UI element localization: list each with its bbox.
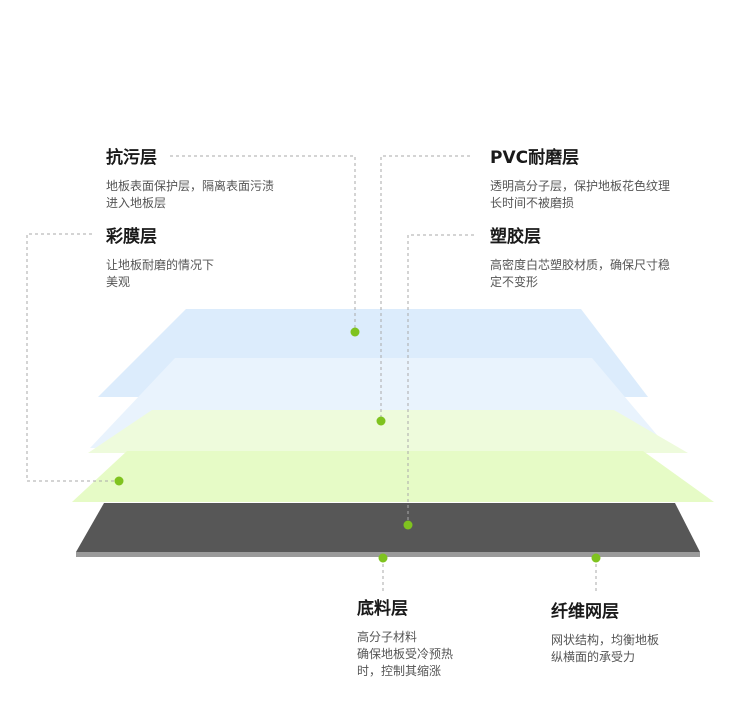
antifouling-desc-line: 进入地板层 <box>106 196 167 210</box>
base-layer <box>76 503 700 552</box>
pvc-wear-leader <box>380 155 470 421</box>
pvc-wear-label: PVC耐磨层 透明高分子层，保护地板花色纹理 长时间不被磨损 <box>490 147 670 212</box>
plastic-dot <box>403 520 413 530</box>
base-desc: 高分子材料 确保地板受冷预热 时，控制其缩涨 <box>357 629 453 680</box>
base-desc-line: 时，控制其缩涨 <box>357 664 442 678</box>
fiber-desc-line: 纵横面的承受力 <box>551 650 636 664</box>
plastic-desc-line: 高密度白芯塑胶材质，确保尺寸稳 <box>490 258 671 272</box>
base-layer-edge <box>76 552 700 557</box>
antifouling-dot <box>350 327 360 337</box>
plastic-title: 塑胶层 <box>490 227 541 247</box>
fiber-desc: 网状结构，均衡地板 纵横面的承受力 <box>551 632 659 666</box>
color-film-dot <box>114 476 124 486</box>
antifouling-label: 抗污层 地板表面保护层，隔离表面污渍 进入地板层 <box>106 147 274 212</box>
antifouling-title: 抗污层 <box>106 148 157 168</box>
plastic-layer <box>72 451 714 502</box>
base-label: 底料层 高分子材料 确保地板受冷预热 时，控制其缩涨 <box>357 598 453 680</box>
color-film-leader <box>26 233 119 482</box>
color-film-title: 彩膜层 <box>106 227 157 247</box>
antifouling-desc: 地板表面保护层，隔离表面污渍 进入地板层 <box>106 178 274 212</box>
fiber-title: 纤维网层 <box>551 602 619 622</box>
color-film-desc-line: 美观 <box>106 275 131 289</box>
pvc-wear-desc: 透明高分子层，保护地板花色纹理 长时间不被磨损 <box>490 178 670 212</box>
pvc-wear-title: PVC耐磨层 <box>490 148 580 168</box>
color-film-label: 彩膜层 让地板耐磨的情况下 美观 <box>106 226 214 291</box>
plastic-desc: 高密度白芯塑胶材质，确保尺寸稳 定不变形 <box>490 257 670 291</box>
fiber-desc-line: 网状结构，均衡地板 <box>551 633 660 647</box>
pvc-wear-desc-line: 长时间不被磨损 <box>490 196 575 210</box>
color-film-desc-line: 让地板耐磨的情况下 <box>106 258 215 272</box>
plastic-label: 塑胶层 高密度白芯塑胶材质，确保尺寸稳 定不变形 <box>490 226 670 291</box>
pvc-wear-dot <box>376 416 386 426</box>
base-desc-line: 高分子材料 <box>357 630 418 644</box>
plastic-desc-line: 定不变形 <box>490 275 539 289</box>
fiber-dot <box>591 553 601 563</box>
pvc-wear-desc-line: 透明高分子层，保护地板花色纹理 <box>490 179 671 193</box>
fiber-label: 纤维网层 网状结构，均衡地板 纵横面的承受力 <box>551 601 659 666</box>
color-film-layer <box>88 410 688 453</box>
base-title: 底料层 <box>357 599 408 619</box>
base-desc-line: 确保地板受冷预热 <box>357 647 454 661</box>
antifouling-leader <box>170 155 356 332</box>
base-dot <box>378 553 388 563</box>
antifouling-desc-line: 地板表面保护层，隔离表面污渍 <box>106 179 275 193</box>
color-film-desc: 让地板耐磨的情况下 美观 <box>106 257 214 291</box>
plastic-leader <box>407 234 474 525</box>
